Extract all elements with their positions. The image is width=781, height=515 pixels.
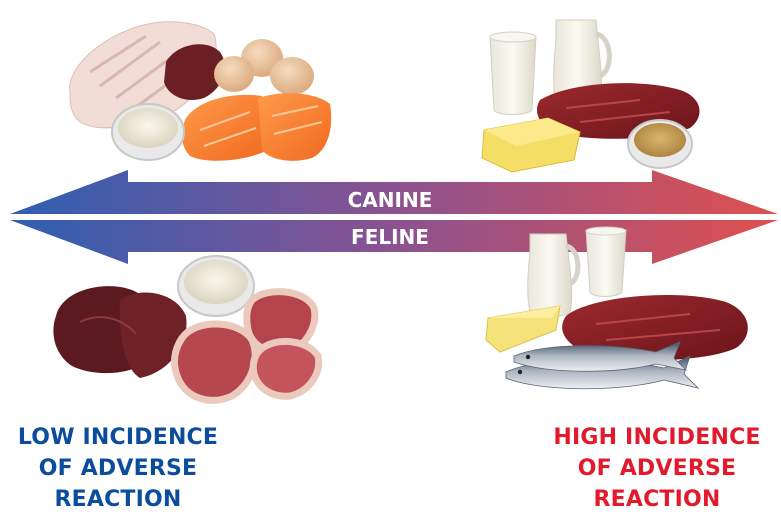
feline-label: FELINE (351, 225, 429, 249)
milk-jug-image (528, 234, 572, 317)
incidence-arrow: CANINE FELINE (10, 170, 778, 264)
high-incidence-line-1: HIGH INCIDENCE (527, 422, 781, 453)
high-incidence-caption: HIGH INCIDENCE OF ADVERSE REACTION (527, 422, 781, 515)
high-incidence-line-2: OF ADVERSE (527, 453, 781, 484)
low-incidence-line-2: OF ADVERSE (0, 453, 248, 484)
low-incidence-line-3: REACTION (0, 484, 248, 515)
egg-image (270, 57, 314, 95)
canine-high-incidence-foods (482, 20, 699, 172)
pork-chop-image (253, 341, 318, 396)
egg-image (214, 56, 254, 92)
milk-glass-image (586, 230, 626, 297)
low-incidence-line-1: LOW INCIDENCE (0, 422, 248, 453)
pork-chop-image (175, 324, 256, 400)
canine-label: CANINE (348, 188, 433, 212)
feline-low-incidence-foods (53, 256, 318, 400)
low-incidence-caption: LOW INCIDENCE OF ADVERSE REACTION (0, 422, 248, 515)
high-incidence-line-3: REACTION (527, 484, 781, 515)
milk-glass-image (490, 36, 536, 115)
canine-low-incidence-foods (70, 22, 332, 161)
salmon-fillet-image (258, 93, 331, 161)
